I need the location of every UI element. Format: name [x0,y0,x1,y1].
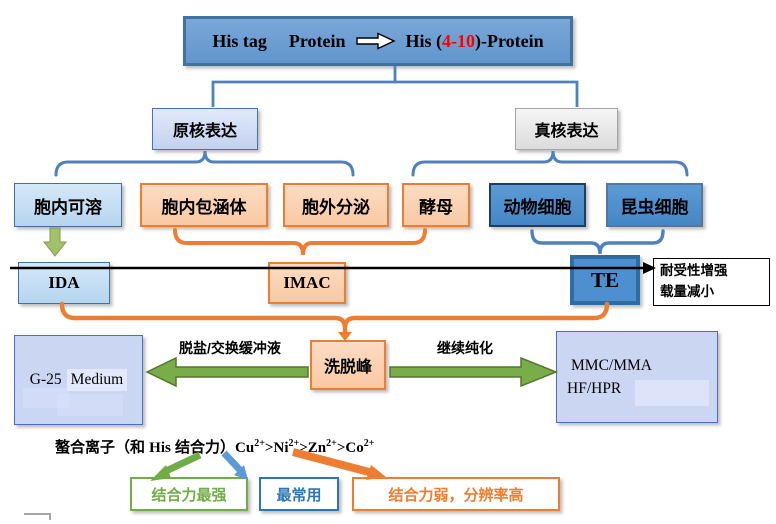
ion-zn-base: Zn [307,440,327,456]
chelate-label-his: His [149,440,171,456]
box-extracellular-secretion: 胞外分泌 [283,183,389,227]
box-elution-peak: 洗脱峰 [310,340,386,390]
brace-prokaryote-children [54,150,355,177]
ion-ni-base: Ni [273,440,289,456]
g25-highlight-2 [57,394,123,416]
mmc-line1: MMC/MMA [571,356,652,374]
te-note-line2: 载量减小 [660,284,714,299]
ion-sep-3: > [336,440,346,456]
title-box: His tag Protein His (4-10)-Protein [183,16,573,66]
title-result-red: 4-10 [442,30,476,51]
ion-co: Co2+ [345,438,375,456]
box-ida: IDA [18,262,110,304]
legend-weak-high-resolution: 结合力弱，分辨率高 [352,477,560,511]
right-block-arrow-icon [355,32,396,50]
legend-most-common: 最常用 [259,477,339,511]
arrow-cu-shaft [164,451,202,475]
chelate-ions-text: 螯合离子（和 His 结合力）Cu2+>Ni2+>Zn2+>Co2+ [55,436,374,457]
mmc-line2: HF/HPR [567,380,622,397]
title-his-tag: His tag [212,30,267,51]
stray-textbox-mark [24,513,51,520]
continue-purify-label: 继续纯化 [437,340,493,356]
ion-zn: Zn2+ [307,438,337,456]
continue-arrow [389,356,559,388]
ion-cu-base: Cu [235,440,255,456]
brace-to-imac [173,228,427,256]
brace-methods-to-elution [59,301,610,329]
title-protein: Protein [288,30,346,51]
tree-connector [211,66,579,107]
ion-sep-2: > [299,440,308,456]
ion-co-base: Co [345,440,364,456]
box-animal-cells: 动物细胞 [489,183,586,227]
box-yeast: 酵母 [402,183,470,227]
title-result: His (4-10)-Protein [406,31,544,52]
box-inclusion-body: 胞内包涵体 [140,183,268,227]
legend-strongest-binding: 结合力最强 [130,477,248,511]
title-result-post: )-Protein [475,30,544,51]
box-g25-medium: G-25 Medium [14,335,143,425]
ion-zn-sup: 2+ [326,438,337,449]
g25-name: G-25 [29,371,62,388]
te-note-box: 耐受性增强 载量减小 [653,258,770,306]
brace-to-te [530,229,665,255]
g25-medium-label: Medium [66,369,128,391]
box-prokaryotic-expression: 原核表达 [152,108,258,150]
brace-eukaryote-children [411,150,689,177]
box-imac: IMAC [268,262,346,304]
chelate-label-pre: 螯合离子（和 [55,439,150,456]
ion-co-sup: 2+ [363,438,375,449]
mmc-highlight [635,380,709,406]
box-eukaryotic-expression: 真核表达 [515,108,618,150]
desalt-arrow [145,356,309,388]
te-note-line1: 耐受性增强 [660,263,728,279]
ion-cu: Cu2+ [235,438,265,456]
ion-sep-1: > [264,440,274,456]
ion-cu-sup: 2+ [254,438,265,449]
ion-ni: Ni2+ [273,438,300,456]
ion-ni-sup: 2+ [288,438,300,449]
box-mmc-mma: MMC/MMA HF/HPR [556,331,718,423]
box-insect-cells: 昆虫细胞 [606,183,703,227]
chelate-label-post: 结合力） [170,439,236,456]
down-arrow-soluble [42,227,68,257]
title-result-pre: His ( [405,30,443,51]
desalt-label: 脱盐/交换缓冲液 [179,340,281,356]
box-te: TE [570,255,640,305]
box-intracellular-soluble: 胞内可溶 [14,183,122,227]
